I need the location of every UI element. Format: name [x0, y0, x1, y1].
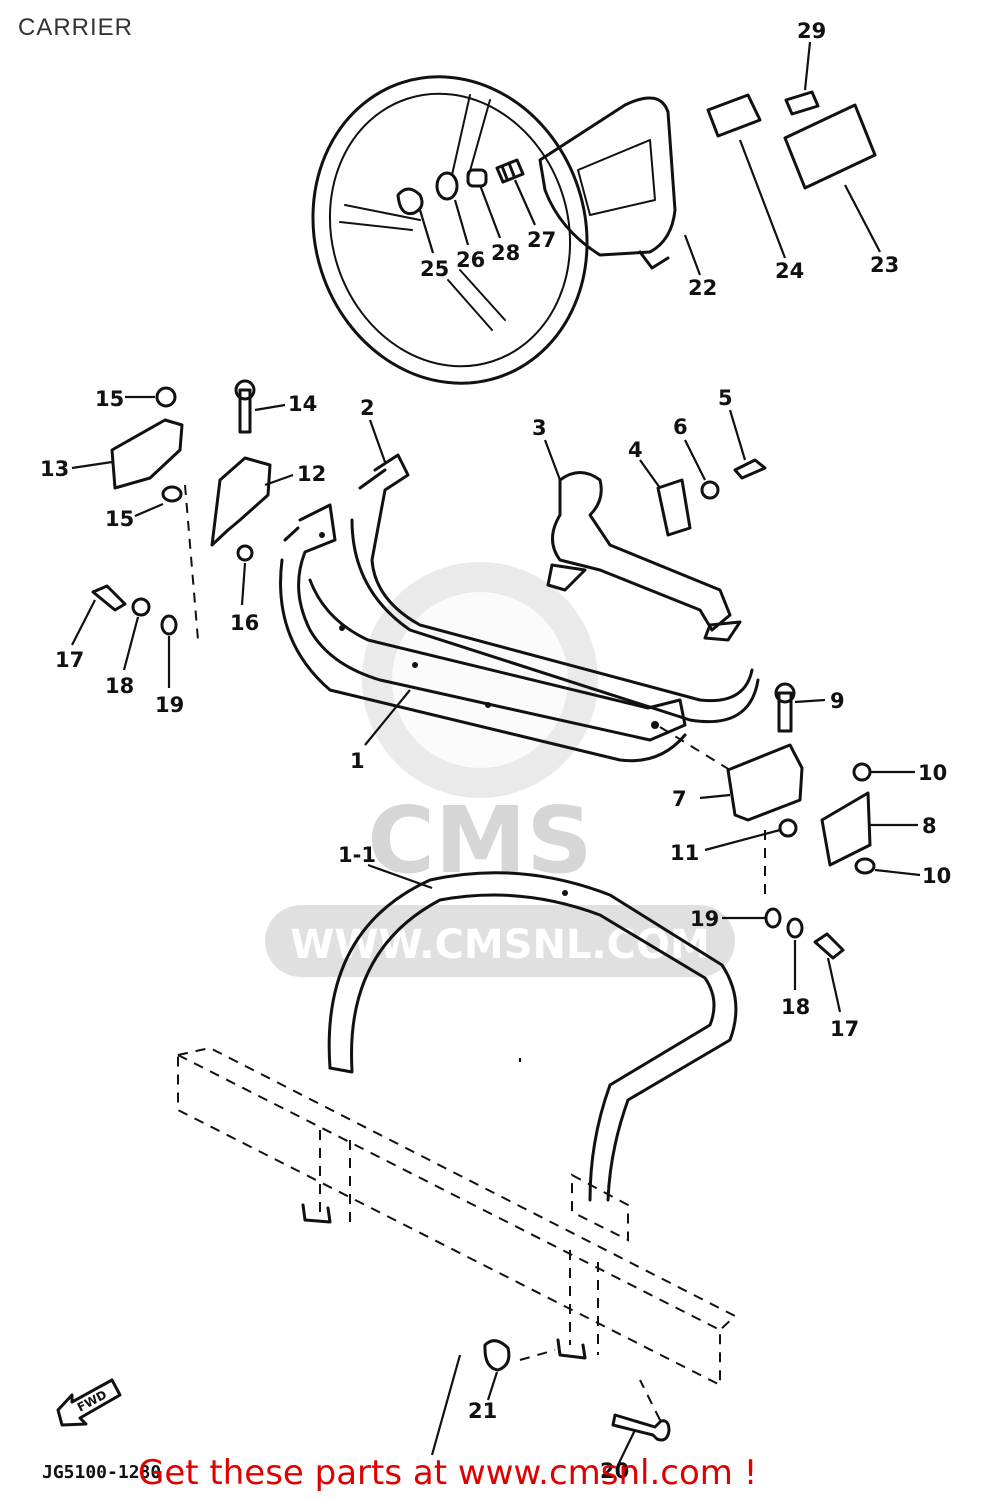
callout-25: 25	[420, 257, 449, 281]
callout-22: 22	[688, 276, 717, 300]
page-title: CARRIER	[18, 14, 134, 41]
horn-button-parts	[396, 158, 525, 216]
watermark-logo: CMS	[367, 787, 592, 894]
callout-2: 2	[360, 396, 375, 420]
promo-banner: Get these parts at www.cmsnl.com !	[138, 1453, 758, 1493]
callout-15-top: 15	[95, 387, 124, 411]
callout-14: 14	[288, 392, 317, 416]
bracket-3	[546, 471, 742, 642]
wheel-cover	[538, 96, 677, 270]
lower-bolts	[483, 1339, 671, 1442]
callout-27: 27	[527, 228, 556, 252]
callout-10-top: 10	[918, 761, 947, 785]
callout-28: 28	[491, 241, 520, 265]
callout-18-right: 18	[781, 995, 810, 1019]
callout-8: 8	[922, 814, 937, 838]
callout-17-left: 17	[55, 648, 84, 672]
callout-20: 20	[600, 1459, 629, 1483]
callout-15-bottom: 15	[105, 507, 134, 531]
forward-arrow: FWD	[56, 1378, 122, 1427]
callout-24: 24	[775, 259, 804, 283]
callout-13: 13	[40, 457, 69, 481]
callout-17-right: 17	[830, 1017, 859, 1041]
drawing-reference: JG5100-1280	[42, 1462, 161, 1483]
callout-5: 5	[718, 386, 733, 410]
fasteners-upper-right	[656, 458, 767, 537]
callout-1-1: 1-1	[338, 843, 376, 867]
callout-29: 29	[797, 19, 826, 43]
callout-11: 11	[670, 841, 699, 865]
steering-wheel	[311, 75, 589, 385]
callout-21: 21	[468, 1399, 497, 1423]
carrier-bar-1	[279, 503, 687, 763]
frame-1-1	[327, 871, 738, 1202]
callout-19-right: 19	[690, 907, 719, 931]
callout-12: 12	[297, 462, 326, 486]
emblem-parts	[706, 90, 877, 190]
leader-lines	[71, 41, 921, 1466]
left-bracket-stack	[91, 379, 272, 641]
watermark-site: WWW.CMSNL.COM	[290, 922, 710, 968]
callout-3: 3	[532, 416, 547, 440]
callout-16: 16	[230, 611, 259, 635]
callout-7: 7	[672, 787, 687, 811]
right-bracket-stack	[659, 682, 876, 960]
watermark: CMS WWW.CMSNL.COM	[265, 562, 735, 977]
callout-6: 6	[673, 415, 688, 439]
callout-4: 4	[628, 438, 643, 462]
callout-10-bottom: 10	[922, 864, 951, 888]
carrier-bar-2	[350, 453, 760, 724]
callout-23: 23	[870, 253, 899, 277]
front-crossbar	[177, 1046, 737, 1387]
callout-26: 26	[456, 248, 485, 272]
callout-labels: 29 24 23 22 25 26 28 27 15 14 13 12 15 1…	[40, 19, 951, 1483]
callout-19-left: 19	[155, 693, 184, 717]
callout-18-left: 18	[105, 674, 134, 698]
callout-1: 1	[350, 749, 365, 773]
callout-9: 9	[830, 689, 845, 713]
